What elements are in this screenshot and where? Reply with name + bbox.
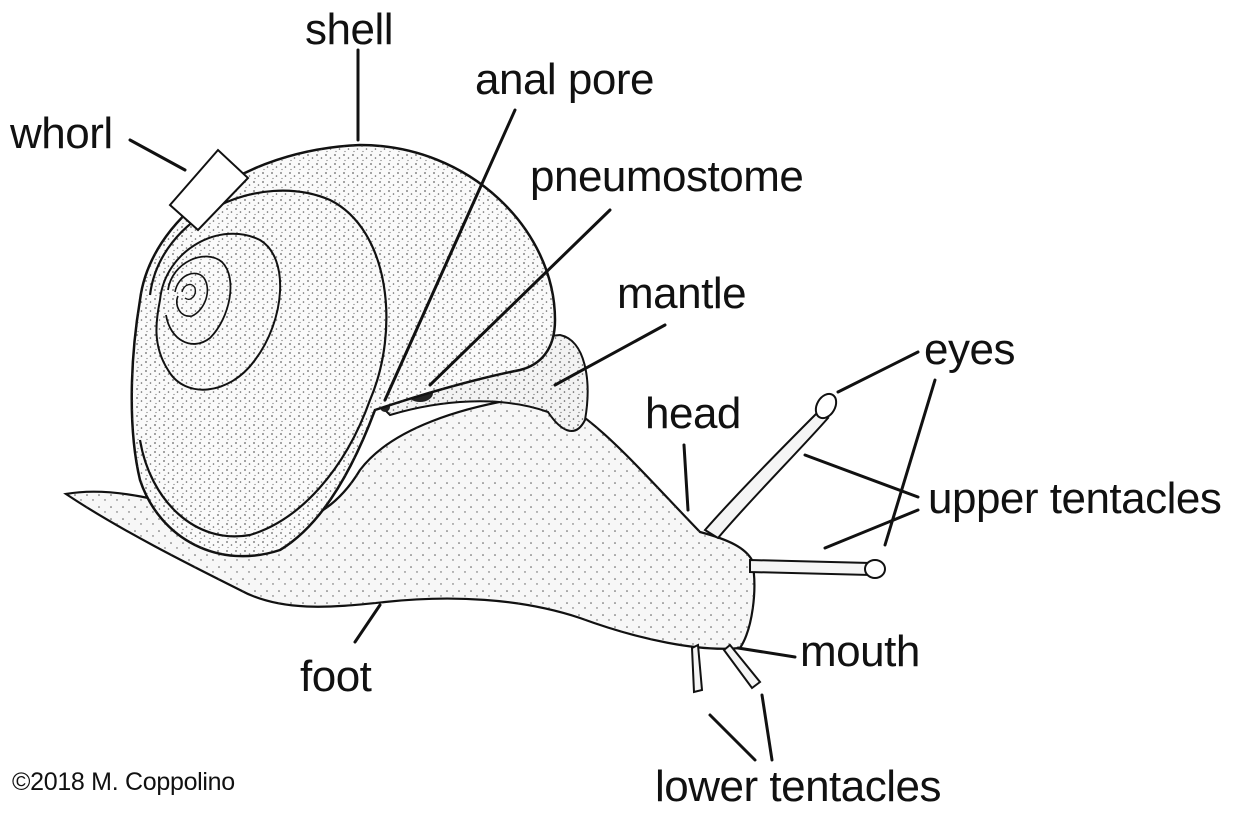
copyright-credit: ©2018 M. Coppolino	[12, 770, 235, 795]
label-mouth: mouth	[800, 630, 920, 674]
label-whorl: whorl	[10, 112, 113, 156]
foot-leader	[355, 605, 380, 642]
eyes-leader-upper	[838, 352, 918, 392]
mouth-leader	[738, 648, 795, 657]
lower-tentacles-leader-1	[710, 715, 755, 760]
label-anal-pore: anal pore	[475, 58, 654, 102]
head-leader	[684, 445, 688, 510]
upper-tentacles-leader-1	[805, 455, 918, 497]
label-eyes: eyes	[924, 328, 1015, 372]
whorl-leader	[130, 140, 185, 170]
label-mantle: mantle	[617, 272, 746, 316]
label-pneumostome: pneumostome	[530, 155, 803, 199]
label-shell: shell	[305, 8, 393, 52]
lower-tentacles-leader-2	[762, 695, 772, 760]
label-head: head	[645, 392, 741, 436]
label-lower-tentacles: lower tentacles	[655, 765, 941, 809]
upper-tentacles-leader-2	[825, 510, 918, 548]
label-upper-tentacles: upper tentacles	[928, 477, 1221, 521]
label-foot: foot	[300, 655, 371, 699]
